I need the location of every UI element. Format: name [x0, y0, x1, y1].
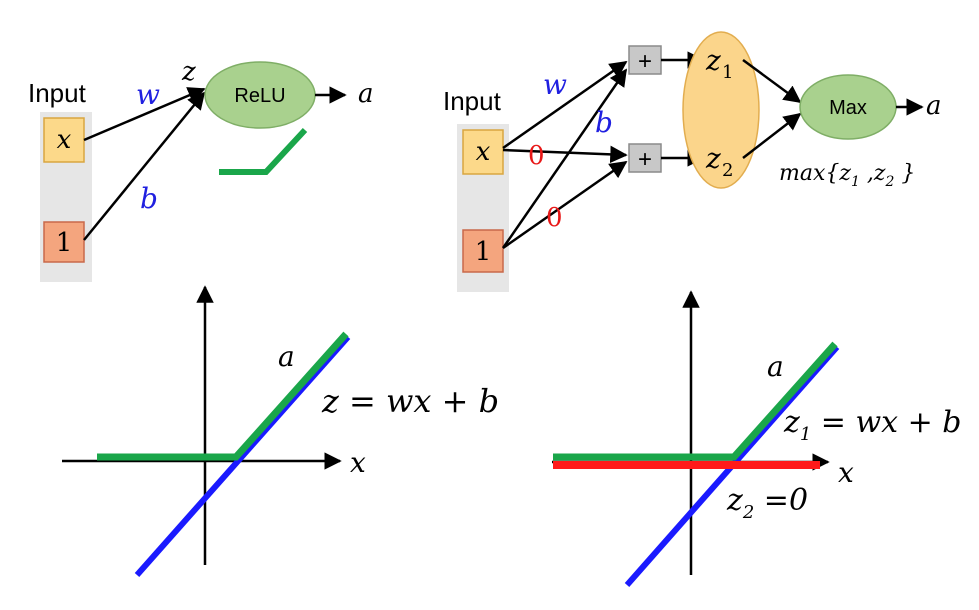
right-x-label: x	[476, 137, 491, 167]
right-zero-top-label: 0	[528, 141, 545, 171]
z-group-ellipse	[682, 31, 760, 189]
plus-top-label: +	[638, 48, 652, 75]
right-x-zero-edge	[502, 145, 628, 164]
left-plot-a-label: a	[278, 340, 295, 373]
left-one-box	[43, 221, 85, 263]
right-b-label: b	[595, 106, 613, 139]
right-w-edge	[502, 60, 628, 150]
right-plot-z1-main: z	[783, 405, 800, 440]
plus-bottom-label: +	[638, 146, 652, 173]
right-plot-x-label: x	[838, 456, 854, 489]
left-x-label: x	[57, 125, 72, 155]
max-expr-sub1: 1	[851, 174, 860, 190]
right-a-label: a	[926, 91, 942, 121]
left-z-line	[134, 335, 351, 577]
left-plot-x-label: x	[350, 446, 366, 479]
right-b-edge	[501, 68, 628, 249]
relu-shape-icon	[219, 127, 308, 175]
left-a-label: a	[358, 79, 374, 109]
max-expr-sub2: 2	[884, 174, 894, 190]
left-z-label: z	[181, 57, 196, 87]
max-expr-main: max{z	[779, 161, 851, 186]
left-one-label: 1	[56, 228, 73, 258]
right-plot-z1-equation: z1 = wx + b	[783, 405, 962, 445]
right-plot-z2-main: z	[726, 483, 743, 518]
z1-main-label: z	[705, 44, 721, 77]
right-plot-z2-equation: z2 =0	[726, 483, 808, 523]
max-expr-mid: ,z	[860, 161, 886, 186]
right-network: Input x 1 w b 0 0 + + z 1 z 2 Max a	[443, 31, 942, 292]
left-x-box	[43, 117, 85, 163]
relu-label: ReLU	[234, 85, 285, 107]
left-plot: a z = wx + b x	[62, 285, 499, 577]
right-plot-z2-rest: =0	[754, 483, 808, 518]
right-one-label: 1	[475, 237, 492, 267]
right-plot-z1-rest: = wx + b	[811, 405, 961, 440]
z2-sub-label: 2	[722, 160, 733, 181]
z1-to-max-edge	[742, 58, 802, 104]
z1-sub-label: 1	[722, 62, 733, 83]
left-relu-output-line	[97, 331, 349, 461]
max-expr-end: }	[894, 161, 915, 186]
z2-to-max-edge	[742, 112, 802, 159]
left-network: Input x 1 w b z ReLU a	[28, 57, 374, 282]
right-plot-z2-sub: 2	[742, 502, 754, 523]
max-label: Max	[829, 97, 867, 119]
left-b-label: b	[140, 182, 158, 215]
right-x-box	[462, 129, 504, 175]
z2-main-label: z	[705, 142, 721, 175]
right-one-zero-edge	[502, 160, 628, 250]
left-w-label: w	[136, 78, 160, 111]
left-plot-equation: z = wx + b	[321, 382, 499, 420]
left-b-edge	[83, 91, 206, 241]
right-plot: a z1 = wx + b z2 =0 x	[552, 290, 962, 587]
max-expression: max{z1 ,z2 }	[779, 161, 915, 190]
right-w-label: w	[543, 68, 567, 101]
right-zero-bottom-label: 0	[546, 203, 563, 233]
left-input-label: Input	[28, 78, 87, 108]
right-plot-z1-sub: 1	[800, 424, 811, 445]
right-one-box	[462, 229, 504, 273]
left-w-edge	[83, 87, 206, 142]
right-max-output-line	[553, 341, 838, 461]
right-input-label: Input	[443, 86, 502, 116]
right-plot-a-label: a	[767, 350, 784, 383]
